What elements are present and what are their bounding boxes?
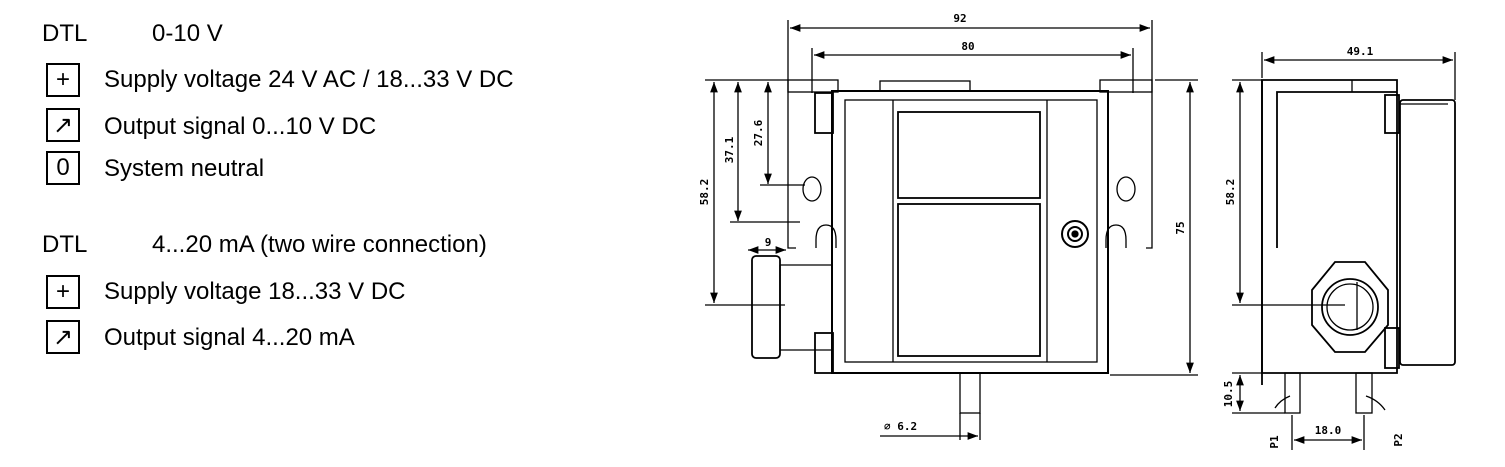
port-p1-label: P1 (1268, 435, 1281, 449)
dim-nozzle-length: 10.5 (1222, 381, 1235, 408)
terminal-output-symbol: ↗ (46, 320, 80, 354)
terminal-plus-symbol: + (46, 275, 80, 309)
terminal-label: System neutral (104, 155, 265, 182)
dim-gland-offset: 9 (765, 236, 772, 249)
port-p2-label: P2 (1392, 433, 1405, 446)
dim-width-mount: 80 (961, 40, 974, 53)
dim-nozzle-diameter: ⌀ 6.2 (884, 420, 917, 433)
dim-side-gland-height: 58.2 (1224, 179, 1237, 206)
dim-nozzle-spacing: 18.0 (1315, 424, 1342, 437)
dim-width-total: 92 (953, 12, 966, 25)
terminal-label: Output signal 0...10 V DC (104, 113, 377, 140)
side-dimensions (1232, 52, 1456, 450)
terminal-plus-symbol: + (46, 63, 80, 97)
terminal-output-symbol: ↗ (46, 108, 80, 142)
side-view (1261, 79, 1456, 414)
range-label: 4...20 mA (two wire connection) (152, 231, 487, 258)
terminal-label: Supply voltage 18...33 V DC (104, 278, 406, 305)
model-label: DTL (42, 231, 88, 258)
range-label: 0-10 V (152, 20, 223, 47)
front-view (751, 79, 1153, 414)
dim-gland-height: 58.2 (698, 179, 711, 206)
dim-height-total: 75 (1174, 221, 1187, 234)
dim-depth: 49.1 (1347, 45, 1374, 58)
terminal-label: Supply voltage 24 V AC / 18...33 V DC (104, 66, 514, 93)
model-label: DTL (42, 20, 88, 47)
dim-hole2-height: 37.1 (723, 136, 736, 163)
front-dimensions (705, 20, 1198, 440)
terminal-label: Output signal 4...20 mA (104, 324, 355, 351)
dim-hole1-height: 27.6 (752, 119, 765, 146)
terminal-neutral-symbol: 0 (46, 151, 80, 185)
